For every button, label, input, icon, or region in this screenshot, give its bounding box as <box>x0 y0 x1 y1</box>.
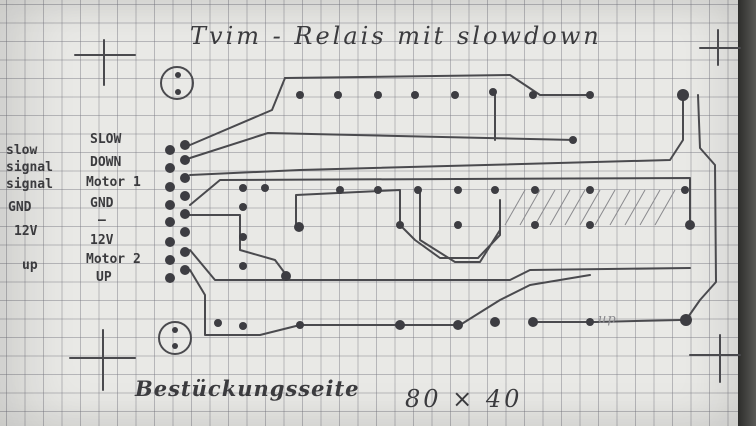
trace-motor2 <box>189 249 691 281</box>
trace-bottom-right <box>529 319 681 323</box>
registration-mark-top-right <box>699 29 741 66</box>
trace-slow <box>189 132 576 159</box>
pin-label-12v-bar: — <box>98 213 106 228</box>
trace-note-up: up <box>598 312 617 327</box>
pin-label-up: UP <box>96 270 112 285</box>
sheet-title: Tvim - Relais mit slowdown <box>190 22 602 50</box>
footer-board-size: 80 × 40 <box>405 385 523 413</box>
mounting-hole-bottom <box>158 321 192 355</box>
solder-pads <box>165 72 695 349</box>
left-label-gnd: GND <box>8 200 32 215</box>
trace-right-vertical <box>189 94 684 176</box>
registration-mark-top-left <box>74 39 136 86</box>
trace-upper-left <box>189 77 286 146</box>
pin-label-motor1: Motor 1 <box>86 175 141 190</box>
footer-side-label: Bestückungsseite <box>135 376 360 401</box>
trace-main-box <box>189 177 691 226</box>
registration-mark-bottom-left <box>69 329 136 391</box>
trace-right-outer <box>685 94 717 321</box>
mounting-hole-top <box>160 66 194 100</box>
trace-bottom <box>189 269 591 336</box>
trace-relay-coil <box>419 189 501 263</box>
left-label-up: up <box>22 258 38 273</box>
registration-mark-bottom-right <box>689 334 741 383</box>
relay-hatch <box>504 189 676 226</box>
paper-edge-shadow <box>738 0 756 426</box>
pin-label-down: DOWN <box>90 155 122 170</box>
left-label-signal-2: signal <box>6 177 53 192</box>
pin-label-motor2: Motor 2 <box>86 252 141 267</box>
pin-label-gnd: GND <box>90 196 114 211</box>
trace-gnd <box>189 214 291 281</box>
pin-label-12v: 12V <box>90 233 114 248</box>
left-label-signal-1: signal <box>6 160 53 175</box>
left-label-12v: 12V <box>14 224 38 239</box>
graph-paper-sheet <box>0 0 738 426</box>
trace-outline-top <box>284 74 591 96</box>
left-label-slow: slow <box>6 143 38 158</box>
pin-label-slow: SLOW <box>90 132 122 147</box>
